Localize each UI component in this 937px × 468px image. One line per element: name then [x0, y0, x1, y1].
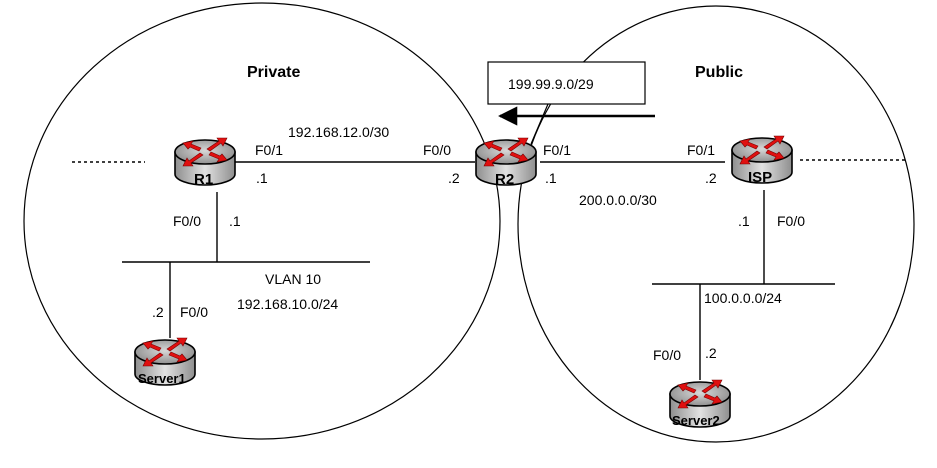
r2-f01-ip: .1	[545, 170, 557, 186]
isp-f00-label: F0/0	[777, 213, 805, 229]
router-server1[interactable]: Server1	[134, 337, 196, 386]
server1-f00-label: F0/0	[180, 304, 208, 320]
nat-pool-pointer-line	[530, 103, 549, 145]
router-isp-name: ISP	[748, 169, 772, 186]
r2-f00-ip: .2	[448, 170, 460, 186]
isp-f00-ip: .1	[738, 213, 750, 229]
private-zone-title: Private	[247, 64, 300, 81]
server2-f00-ip: .2	[705, 345, 717, 361]
server2-f00-label: F0/0	[653, 347, 681, 363]
r1-f00-label: F0/0	[173, 213, 201, 229]
router-r2-name: R2	[495, 171, 514, 188]
r1-r2-network-label: 192.168.12.0/30	[288, 124, 389, 140]
isp-f01-label: F0/1	[687, 142, 715, 158]
vlan-network-label: 192.168.10.0/24	[237, 296, 338, 312]
nat-pool-label: 199.99.9.0/29	[508, 76, 594, 92]
r1-f01-label: F0/1	[255, 142, 283, 158]
isp-f01-ip: .2	[705, 170, 717, 186]
public-zone-circle	[517, 5, 915, 443]
router-r2[interactable]: R2	[475, 137, 537, 188]
router-r1[interactable]: R1	[174, 137, 236, 188]
vlan-name-label: VLAN 10	[265, 271, 321, 287]
router-isp[interactable]: ISP	[731, 135, 793, 186]
nat-pool-box	[487, 61, 646, 105]
server1-f00-ip: .2	[152, 304, 164, 320]
router-r1-name: R1	[194, 171, 213, 188]
public-zone-title: Public	[695, 64, 743, 81]
r2-f00-label: F0/0	[423, 142, 451, 158]
r1-f01-ip: .1	[256, 170, 268, 186]
router-server2-name: Server2	[672, 413, 720, 428]
r2-isp-network-label: 200.0.0.0/30	[579, 192, 657, 208]
private-zone-circle	[23, 2, 501, 440]
r2-f01-label: F0/1	[543, 142, 571, 158]
r1-f00-ip: .1	[229, 213, 241, 229]
router-server1-name: Server1	[138, 371, 186, 386]
router-server2[interactable]: Server2	[669, 379, 731, 428]
isp-lan-network-label: 100.0.0.0/24	[704, 290, 782, 306]
